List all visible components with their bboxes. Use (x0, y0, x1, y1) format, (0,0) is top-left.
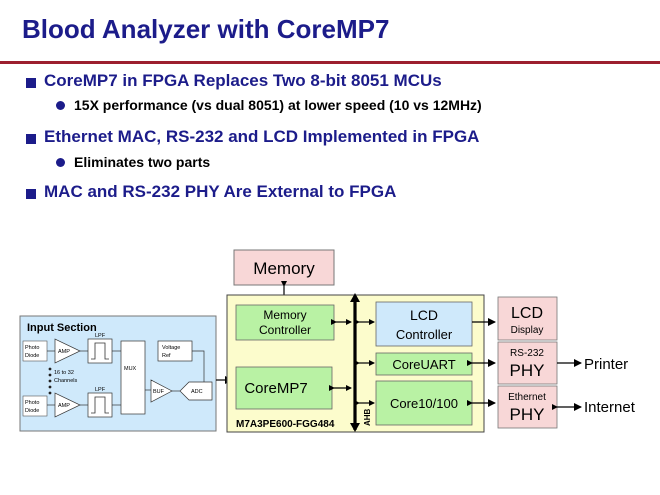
bullet-2: Ethernet MAC, RS-232 and LCD Implemented… (44, 127, 480, 146)
lpf-2-label: LPF (95, 387, 106, 393)
title-divider (0, 61, 660, 64)
amp-1-symbol (54, 338, 81, 364)
lcd-display-block (497, 296, 558, 341)
photo-diode-1-label-a: Photo (25, 345, 39, 351)
mux-block (120, 340, 146, 415)
amp-2-label: AMP (58, 403, 70, 409)
adc-label: ADC (191, 389, 203, 395)
ethernet-phy-label-a: Ethernet (508, 392, 546, 403)
amp-2-symbol (54, 392, 81, 418)
bullet-1: CoreMP7 in FPGA Replaces Two 8-bit 8051 … (44, 71, 442, 90)
mux-label: MUX (124, 366, 137, 372)
channel-dot (48, 385, 52, 389)
slide-title: Blood Analyzer with CoreMP7 (22, 14, 390, 44)
lcd-controller-block (375, 301, 473, 347)
ethernet-phy-block (497, 385, 558, 429)
bullet-square-icon (26, 189, 36, 199)
core10100-label: Core10/100 (390, 396, 458, 411)
ahb-bus-top-arrow (350, 293, 360, 302)
voltage-ref-label-b: Ref (162, 353, 171, 359)
wire (192, 350, 205, 382)
core10100-block (375, 380, 473, 426)
coremp7-label: CoreMP7 (244, 380, 307, 397)
rs232-phy-label-a: RS-232 (510, 348, 544, 359)
lpf-1-waveform-icon (91, 342, 109, 360)
channels-label-b: Channels (54, 378, 77, 384)
fpga-part-number: M7A3PE600-FGG484 (236, 419, 335, 430)
memory-controller-label-b: Controller (259, 323, 311, 337)
rs232-phy-block (497, 341, 558, 385)
bullet-3: MAC and RS-232 PHY Are External to FPGA (44, 182, 397, 201)
lcd-display-label-a: LCD (511, 305, 543, 322)
bullet-2-sub-1: Eliminates two parts (74, 154, 211, 170)
bullet-square-icon (26, 78, 36, 88)
lpf-1-label: LPF (95, 333, 106, 339)
channel-dot (48, 379, 52, 383)
channel-dot (48, 373, 52, 377)
ethernet-phy-label-b: PHY (510, 405, 545, 424)
lpf-2-waveform-icon (91, 396, 109, 414)
photo-diode-2-label-a: Photo (25, 400, 39, 406)
internet-label: Internet (584, 399, 636, 416)
bullet-square-icon (26, 134, 36, 144)
lcd-controller-label-b: Controller (396, 327, 453, 342)
coreuart-label: CoreUART (392, 357, 455, 372)
lcd-display-label-b: Display (511, 325, 544, 336)
memory-label: Memory (253, 259, 315, 278)
memory-controller-block (235, 304, 335, 341)
voltage-ref-label-a: Voltage (162, 345, 180, 351)
input-section-title: Input Section (27, 322, 97, 334)
bullet-dot-icon (56, 158, 65, 167)
lcd-controller-label-a: LCD (410, 307, 438, 323)
bullet-1-sub-1: 15X performance (vs dual 8051) at lower … (74, 97, 482, 113)
buf-symbol (150, 379, 173, 403)
photo-diode-2 (22, 395, 48, 417)
printer-label: Printer (584, 356, 628, 373)
photo-diode-1-label-b: Diode (25, 353, 39, 359)
adc-symbol (179, 381, 213, 401)
bullet-dot-icon (56, 101, 65, 110)
channels-label-a: 16 to 32 (54, 370, 74, 376)
coremp7-block (235, 366, 333, 410)
ahb-bus-bottom-arrow (350, 423, 360, 432)
channel-dot (48, 391, 52, 395)
photo-diode-2-label-b: Diode (25, 408, 39, 414)
ahb-label: AHB (363, 408, 372, 426)
memory-controller-label-a: Memory (263, 308, 306, 322)
rs232-phy-label-b: PHY (510, 361, 545, 380)
buf-label: BUF (153, 389, 165, 395)
input-section-block (19, 315, 217, 432)
channel-dot (48, 367, 52, 371)
amp-1-label: AMP (58, 349, 70, 355)
